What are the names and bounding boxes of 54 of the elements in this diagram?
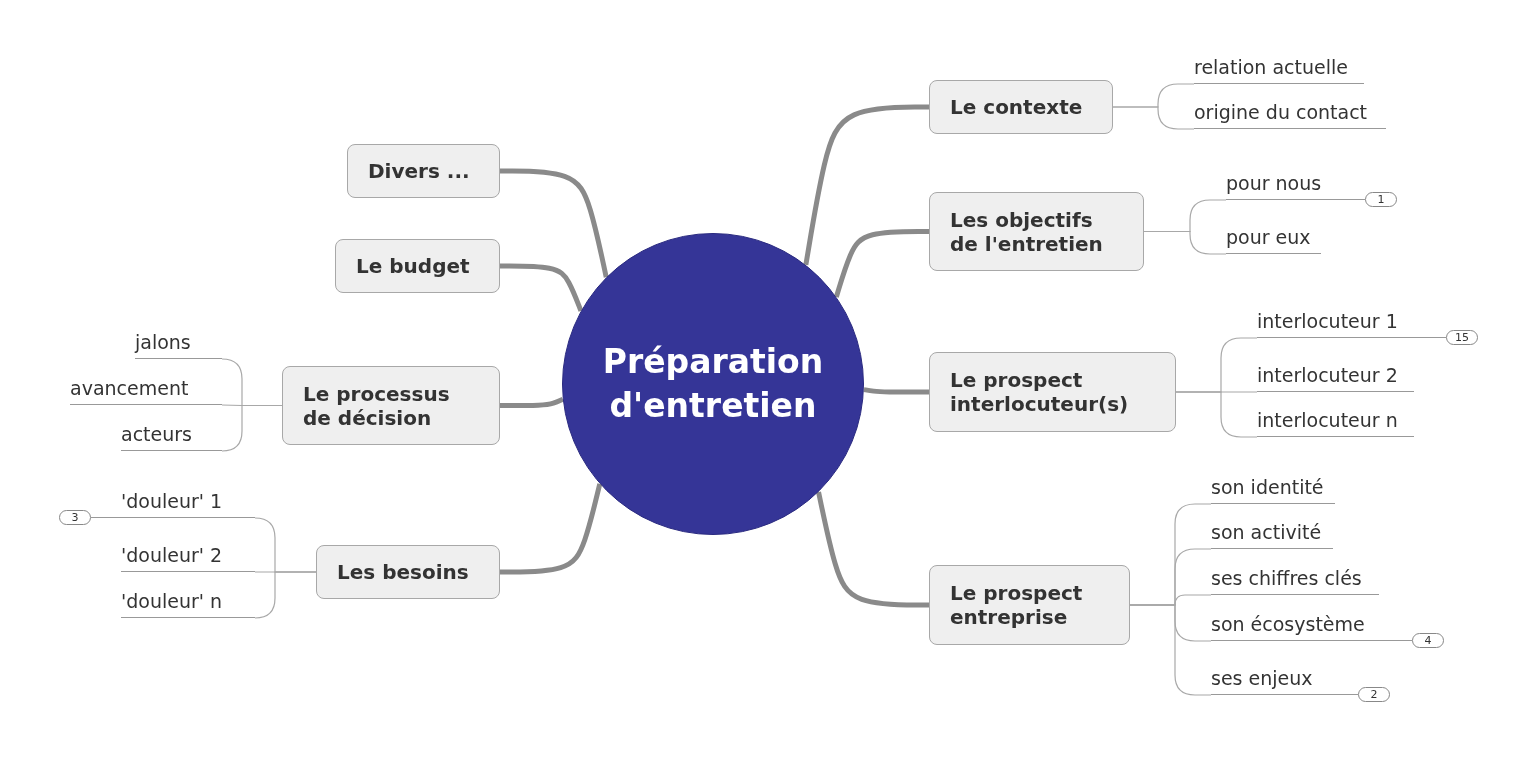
subtopic-connector [1175,391,1258,438]
topic-label: Le contexte [950,95,1083,119]
subtopic-label: ses chiffres clés [1211,566,1362,590]
subtopic-label: son écosystème [1211,612,1365,636]
topic-box [282,366,500,445]
count-badge: 3 [59,510,91,525]
topic-label: Les besoins [337,560,469,584]
topic-box [929,80,1113,134]
branch-connector [833,229,929,298]
topic-label: Le prospect interlocuteur(s) [950,368,1130,416]
branch-connector [500,396,564,408]
branch-connector [500,483,603,575]
count-badge: 1 [1365,192,1397,207]
subtopic-label: relation actuelle [1194,55,1348,79]
subtopic-label: interlocuteur 1 [1257,309,1398,333]
subtopic-label: son activité [1211,520,1322,544]
count-badge: 4 [1412,633,1444,648]
branch-connector [500,263,584,312]
subtopic-label: 'douleur' 2 [121,543,223,567]
subtopic-connector [1143,230,1227,255]
topic-label: Le budget [356,254,470,278]
topic-label: Le processus de décision [303,381,451,430]
subtopic-label: 'douleur' 1 [121,489,223,513]
subtopic-label: son identité [1211,475,1324,499]
subtopic-label: origine du contact [1194,100,1368,124]
subtopic-connector [221,404,283,452]
subtopic-label: acteurs [121,422,192,446]
topic-label: Les objectifs de l'entretien [950,207,1104,256]
subtopic-label: jalons [135,330,191,354]
subtopic-connector [254,571,317,619]
topic-box [347,144,500,198]
branch-connector [863,387,929,395]
count-badge: 2 [1358,687,1390,702]
topic-box [316,545,500,599]
topic-box [335,239,500,293]
branch-connector [803,104,929,266]
subtopic-label: interlocuteur 2 [1257,363,1398,387]
topic-label: Divers ... [368,159,470,183]
topic-label: Le prospect entreprise [950,581,1084,629]
subtopic-label: pour nous [1226,171,1322,195]
central-topic-title: Préparation d'entretien [601,341,825,427]
topic-box [929,352,1176,432]
subtopic-connector [1129,604,1212,696]
topic-box [929,192,1144,271]
branch-connector [500,168,609,278]
topic-box [929,565,1130,645]
branch-connector [816,491,929,608]
subtopic-label: interlocuteur n [1257,408,1398,432]
subtopic-label: pour eux [1226,225,1311,249]
subtopic-label: ses enjeux [1211,666,1313,690]
subtopic-label: 'douleur' n [121,589,223,613]
subtopic-connector [1112,106,1195,130]
count-badge: 15 [1446,330,1478,345]
subtopic-label: avancement [70,376,189,400]
